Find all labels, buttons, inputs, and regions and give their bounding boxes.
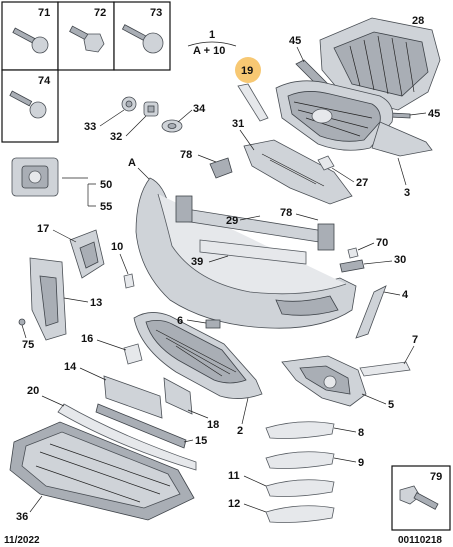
callout-45-lower: 45 (428, 108, 440, 120)
callout-70: 70 (376, 237, 388, 249)
lower-module-5 (281, 355, 367, 407)
callout-5: 5 (388, 399, 394, 411)
bracket-78-upper (209, 157, 233, 179)
lower-grille-2 (133, 312, 263, 399)
callout-32: 32 (110, 131, 122, 143)
part-10 (123, 273, 135, 289)
callout-17: 17 (37, 223, 49, 235)
front-grille (275, 80, 433, 157)
callout-73: 73 (150, 7, 162, 19)
trim-strip-19 (237, 83, 269, 122)
nut-72-icon (69, 25, 105, 53)
callout-16: 16 (81, 333, 93, 345)
callout-13: 13 (90, 297, 102, 309)
clip-32 (143, 101, 159, 117)
callout-31: 31 (232, 118, 244, 130)
trim-7 (359, 361, 411, 377)
callout-34: 34 (193, 103, 206, 115)
callout-39: 39 (191, 256, 203, 268)
clip-75 (18, 318, 26, 326)
callout-36: 36 (16, 511, 28, 523)
trim-8 (265, 421, 335, 439)
callout-1: 1 (209, 29, 215, 41)
callout-15: 15 (195, 435, 207, 447)
part-27 (317, 155, 335, 171)
trim-11 (265, 479, 335, 497)
callout-33: 33 (84, 121, 96, 133)
undertray-36 (9, 421, 195, 521)
bracket-17 (69, 229, 105, 279)
cover-14 (103, 375, 163, 419)
callout-8: 8 (358, 427, 364, 439)
screw-74-icon (9, 90, 47, 119)
clip-34 (161, 119, 183, 133)
trim-9 (265, 451, 335, 469)
absorber-39 (199, 239, 307, 265)
trim-12 (265, 505, 335, 523)
callout-20: 20 (27, 385, 39, 397)
callout-30: 30 (394, 254, 406, 266)
sensor-bracket (11, 157, 59, 197)
bolt-79-icon (399, 485, 439, 510)
callout-7: 7 (412, 334, 418, 346)
callout-78-upper: 78 (180, 149, 192, 161)
callout-18: 18 (207, 419, 219, 431)
callout-71: 71 (38, 7, 50, 19)
cover-16 (123, 343, 143, 365)
callout-28: 28 (412, 15, 424, 27)
callout-55: 55 (100, 201, 112, 213)
callout-72: 72 (94, 7, 106, 19)
callout-19: 19 (241, 65, 253, 77)
part-6 (205, 319, 221, 329)
callout-12: 12 (228, 498, 240, 510)
strip-15 (95, 403, 187, 449)
callout-10: 10 (111, 241, 123, 253)
side-trim-4 (355, 285, 387, 339)
callout-74: 74 (38, 75, 51, 87)
callout-50: 50 (100, 179, 112, 191)
clip-33 (121, 96, 137, 112)
side-bracket-13 (29, 257, 67, 341)
callout-29: 29 (226, 215, 238, 227)
footer-date: 11/2022 (4, 535, 40, 546)
callout-14: 14 (64, 361, 77, 373)
lip-20 (57, 403, 197, 471)
highlight-19 (235, 57, 261, 83)
callout-78-lower: 78 (280, 207, 292, 219)
callout-1-subtitle: A + 10 (193, 45, 225, 57)
screw-71-icon (12, 27, 49, 54)
callout-11: 11 (228, 470, 240, 482)
callout-A: A (128, 157, 136, 169)
callout-3: 3 (404, 187, 410, 199)
callout-2: 2 (237, 425, 243, 437)
cover-18 (163, 377, 193, 415)
screw-73-icon (121, 24, 164, 54)
grille-frame-28 (319, 17, 441, 111)
bracket-31 (243, 139, 353, 205)
callout-75: 75 (22, 339, 34, 351)
callout-4: 4 (402, 289, 409, 301)
clip-70 (347, 247, 359, 259)
callout-79: 79 (430, 471, 442, 483)
fastener-box-74 (1, 69, 59, 143)
callout-9: 9 (358, 457, 364, 469)
footer-ref: 00110218 (398, 535, 442, 546)
callout-45-upper: 45 (289, 35, 301, 47)
impact-beam-29 (175, 195, 335, 251)
callout-6: 6 (177, 315, 183, 327)
clip-30 (339, 259, 365, 273)
callout-27: 27 (356, 177, 368, 189)
